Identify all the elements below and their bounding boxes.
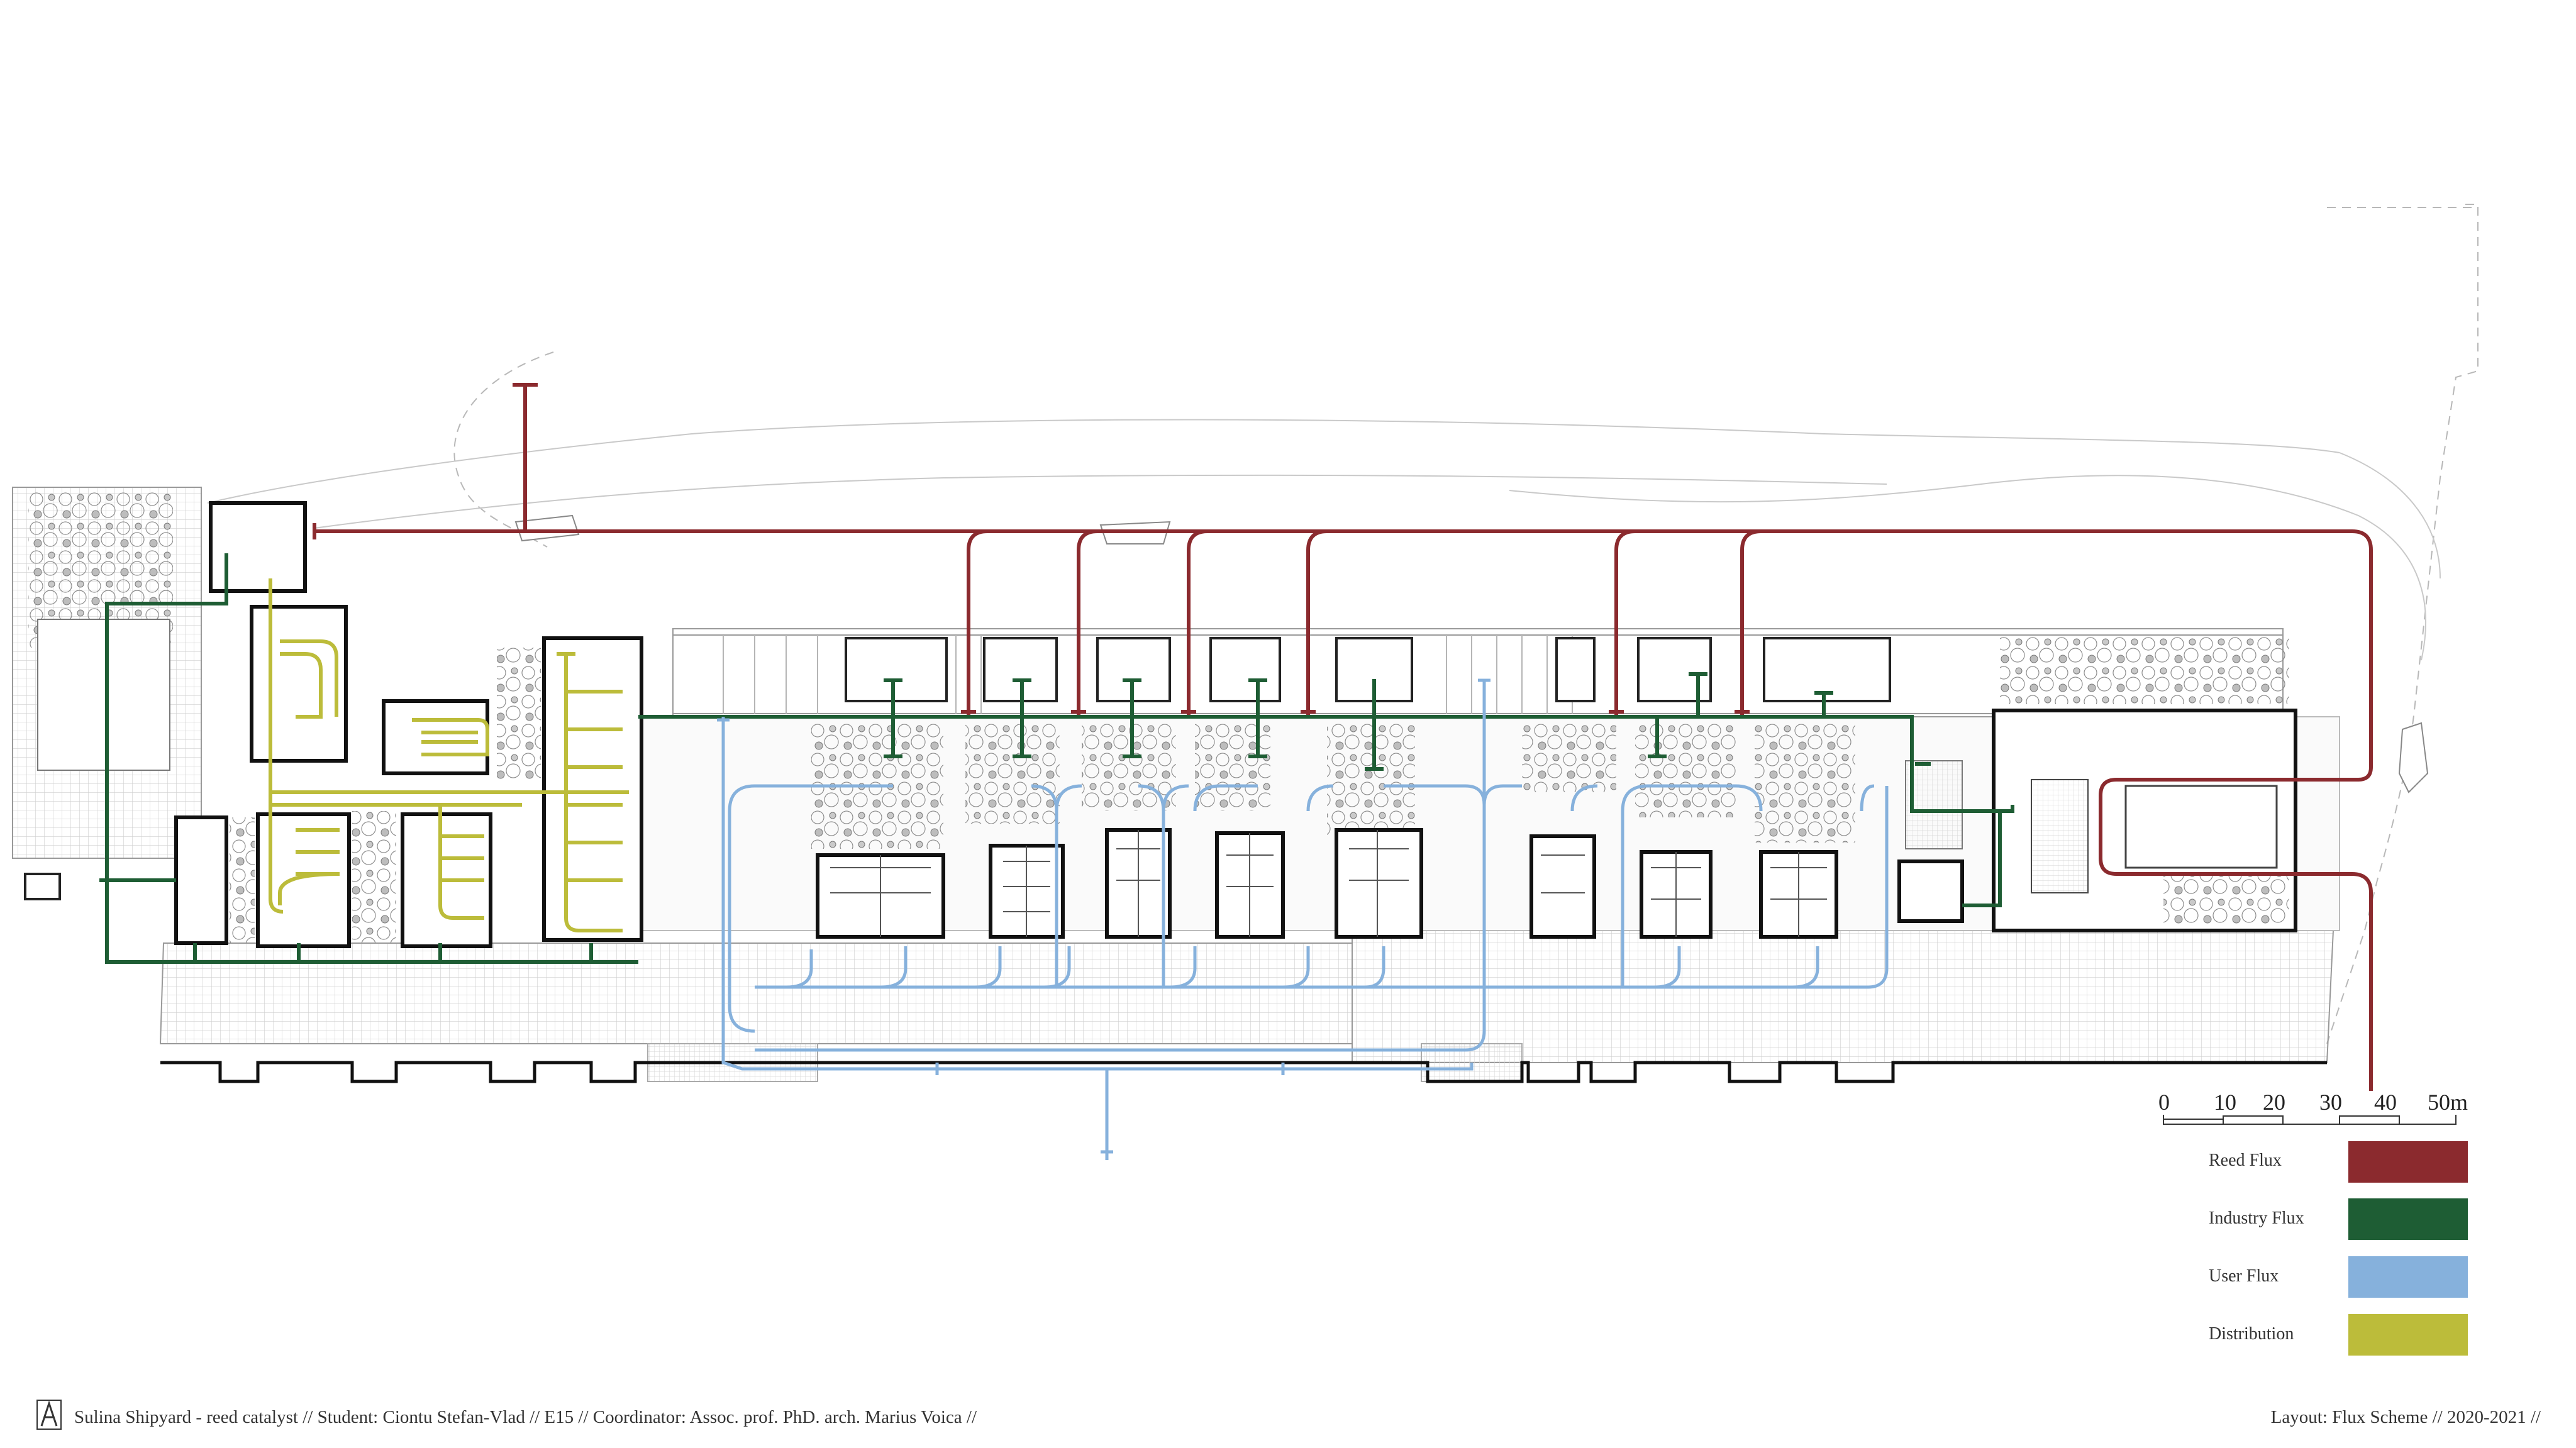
road-outline <box>207 419 2441 661</box>
industry-garden <box>230 648 541 943</box>
architecture-school-logo-icon <box>36 1400 62 1430</box>
scale-label-0: 0 <box>2158 1090 2170 1115</box>
legend-swatch-user <box>2348 1256 2468 1298</box>
east-building <box>1897 709 2297 932</box>
reed-flux-lines <box>313 383 2373 1091</box>
industry-flux-lines <box>99 553 2014 964</box>
scale-label-30: 30 <box>2319 1090 2342 1115</box>
legend-label-user: User Flux <box>2209 1266 2279 1286</box>
distribution-lines <box>269 578 629 932</box>
legend-swatch-reed <box>2348 1141 2468 1183</box>
legend-label-distribution: Distribution <box>2209 1324 2294 1344</box>
legend-label-reed: Reed Flux <box>2209 1151 2282 1170</box>
legend-label-industry: Industry Flux <box>2209 1208 2304 1228</box>
scale-bar <box>2163 1115 2457 1125</box>
scale-label-10: 10 <box>2214 1090 2236 1115</box>
footer-project-credits: Sulina Shipyard - reed catalyst // Stude… <box>74 1407 977 1427</box>
legend-swatch-distribution <box>2348 1314 2468 1356</box>
user-flux-lines <box>717 678 1889 1160</box>
left-kiosk <box>24 873 61 900</box>
workshop-units <box>845 637 1891 702</box>
scale-label-40: 40 <box>2374 1090 2397 1115</box>
legend-swatch-industry <box>2348 1198 2468 1240</box>
footer-layout-title: Layout: Flux Scheme // 2020-2021 // <box>2270 1407 2541 1427</box>
scale-label-20: 20 <box>2263 1090 2285 1115</box>
waterfront-edge <box>160 1061 2327 1083</box>
site-context <box>453 204 2479 1044</box>
scale-label-50m: 50m <box>2428 1090 2468 1115</box>
left-pavilion <box>37 619 170 771</box>
unit-interiors <box>830 830 1827 937</box>
